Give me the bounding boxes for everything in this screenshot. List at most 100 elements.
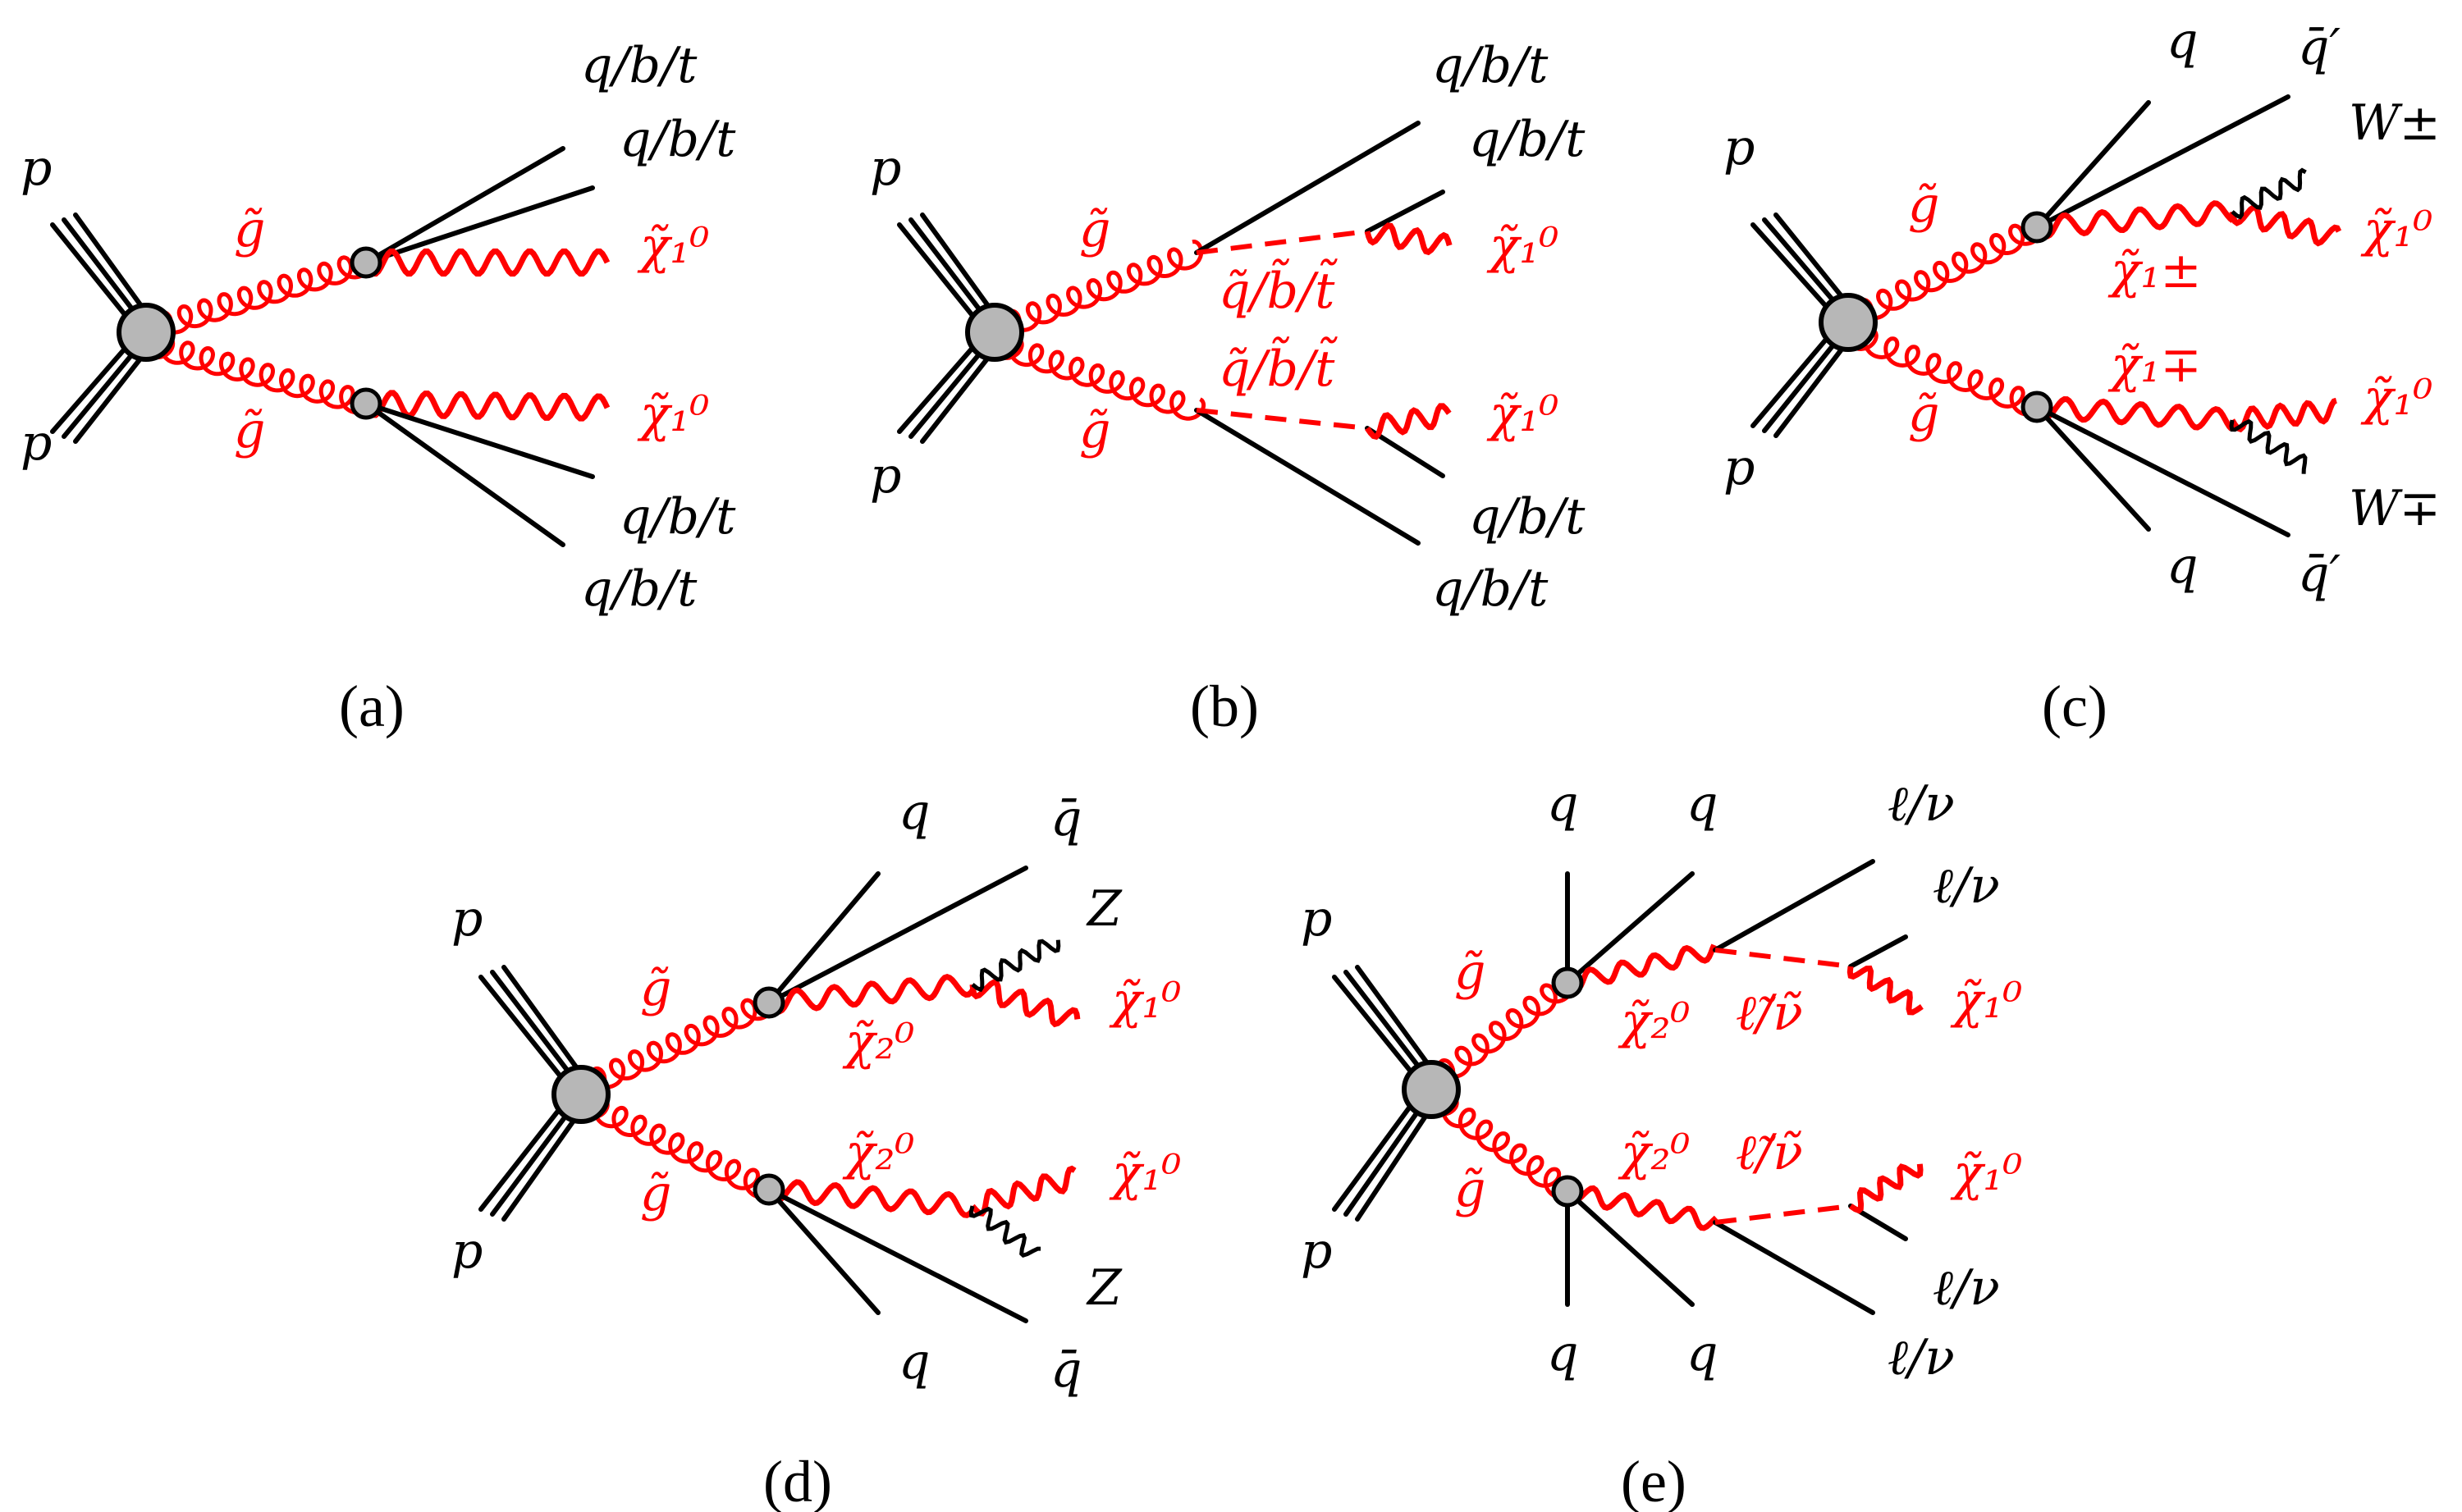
proton-label: p bbox=[1301, 1222, 1332, 1280]
w-boson-label: W∓ bbox=[2349, 480, 2441, 537]
gluino-label: g̃ bbox=[234, 402, 265, 459]
quark-label: q/b/t bbox=[581, 560, 698, 618]
lepton-label: ℓ/ν bbox=[1933, 1259, 2000, 1317]
neutralino-line-top bbox=[363, 248, 611, 277]
decay-vertex bbox=[1551, 1175, 1584, 1208]
quark-label: q bbox=[899, 1333, 930, 1391]
neutralino-line-top bbox=[1846, 965, 1924, 1016]
quark-label: q bbox=[899, 783, 930, 841]
production-vertex bbox=[965, 303, 1024, 362]
proton-label: p bbox=[451, 1222, 483, 1280]
gluino-label: g̃ bbox=[640, 1165, 671, 1222]
slepton-line-bottom bbox=[1714, 1204, 1851, 1225]
quark-line bbox=[364, 401, 565, 547]
z-boson-line-top bbox=[971, 939, 1061, 993]
decay-vertex bbox=[350, 387, 382, 420]
squark-line-top bbox=[1196, 229, 1368, 255]
neutralino2-label: χ̃₂⁰ bbox=[1618, 1124, 1690, 1181]
slepton-label: ℓ̃/ν̃ bbox=[1736, 984, 1803, 1042]
antiquark-line bbox=[767, 1187, 1028, 1323]
z-boson-label: Z bbox=[1086, 1259, 1123, 1317]
gluino-line-bottom bbox=[139, 329, 375, 415]
antiquark-label: q̄′ bbox=[2298, 19, 2341, 76]
gluino-label: g̃ bbox=[640, 960, 671, 1017]
quark-line bbox=[364, 185, 595, 265]
proton-beams bbox=[1750, 212, 1854, 438]
panel-d: p p g̃ g̃ q q̄ Z χ̃₂⁰ χ̃₂⁰ χ̃₁⁰ χ̃₁⁰ Z q… bbox=[451, 783, 1181, 1512]
neutralino-label: χ̃₁⁰ bbox=[2360, 369, 2432, 427]
neutralino-label: χ̃₁⁰ bbox=[1486, 386, 1558, 443]
neutralino2-line-top bbox=[1565, 943, 1717, 993]
neutralino-line-bottom bbox=[1365, 403, 1452, 441]
neutralino-label: χ̃₁⁰ bbox=[1950, 972, 2022, 1030]
quark-line bbox=[2034, 404, 2151, 532]
production-vertex bbox=[117, 303, 176, 362]
decay-vertex bbox=[1551, 966, 1584, 999]
lepton-label: ℓ/ν bbox=[1888, 775, 1955, 833]
neutralino-label: χ̃₁⁰ bbox=[1109, 972, 1181, 1030]
proton-beams bbox=[50, 212, 153, 444]
panel-a: p p g̃ g̃ q/b/t q/b/t χ̃₁⁰ χ̃₁⁰ q/b/t q/… bbox=[21, 37, 736, 739]
quark-label: q bbox=[1547, 1325, 1578, 1382]
squark-label: q̃/b̃/t̃ bbox=[1219, 337, 1338, 398]
proton-label: p bbox=[870, 447, 901, 505]
neutralino-line-top bbox=[1364, 222, 1453, 256]
quark-line bbox=[1365, 190, 1445, 234]
antiquark-label: q̄ bbox=[1050, 790, 1082, 847]
proton-label: p bbox=[451, 890, 483, 948]
panel-caption: (b) bbox=[1190, 674, 1259, 739]
gluino-label: g̃ bbox=[1454, 1161, 1485, 1218]
lepton-line bbox=[1713, 859, 1875, 952]
antiquark-label: q̄′ bbox=[2298, 546, 2341, 603]
decay-vertex bbox=[753, 986, 785, 1019]
quark-line bbox=[767, 871, 881, 1005]
neutralino2-label: χ̃₂⁰ bbox=[1618, 993, 1690, 1050]
lepton-label: ℓ/ν bbox=[1888, 1329, 1955, 1386]
z-boson-line-bottom bbox=[968, 1205, 1041, 1258]
production-vertex bbox=[1819, 293, 1878, 352]
proton-label: p bbox=[21, 139, 52, 197]
panel-caption: (c) bbox=[2042, 674, 2107, 739]
quark-line bbox=[1194, 408, 1421, 546]
gluino-line-top bbox=[136, 249, 373, 341]
gluino-line-bottom bbox=[1842, 320, 2047, 418]
proton-label: p bbox=[21, 414, 52, 472]
quark-label: q/b/t bbox=[1469, 488, 1586, 546]
proton-label: p bbox=[1723, 119, 1755, 176]
quark-label: q/b/t bbox=[1469, 111, 1586, 168]
decay-vertex bbox=[350, 246, 382, 279]
quark-label: q/b/t bbox=[620, 111, 736, 168]
panel-c: p p g̃ g̃ q q̄′ W± χ̃₁± χ̃₁∓ χ̃₁⁰ χ̃₁⁰ W… bbox=[1723, 12, 2441, 739]
neutralino2-line-bottom bbox=[766, 1179, 974, 1218]
quark-line bbox=[364, 146, 565, 265]
quark-label: q bbox=[2167, 537, 2198, 595]
antiquark-line bbox=[2034, 94, 2290, 230]
production-vertex bbox=[551, 1065, 611, 1124]
gluino-line-top bbox=[571, 989, 776, 1098]
quark-line bbox=[1194, 121, 1421, 255]
quark-label: q bbox=[2167, 12, 2198, 70]
proton-label: p bbox=[1723, 439, 1755, 496]
neutralino2-line-top bbox=[767, 973, 976, 1015]
gluino-label: g̃ bbox=[1454, 943, 1485, 1001]
panel-b: p p g̃ g̃ q̃/b̃/t̃ q̃/b̃/t̃ q/b/t q/b/t … bbox=[870, 37, 1586, 739]
chargino-label: χ̃₁∓ bbox=[2107, 336, 2202, 394]
neutralino-label: χ̃₁⁰ bbox=[1950, 1144, 2022, 1202]
slepton-label: ℓ̃/ν̃ bbox=[1736, 1124, 1803, 1181]
gluino-line-top bbox=[985, 240, 1204, 340]
w-boson-line-top bbox=[2231, 167, 2307, 220]
neutralino-label: χ̃₁⁰ bbox=[1109, 1144, 1181, 1202]
neutralino-line-bottom bbox=[2229, 397, 2337, 433]
decay-vertex bbox=[753, 1173, 785, 1206]
gluino-label: g̃ bbox=[1079, 402, 1110, 459]
proton-label: p bbox=[1301, 890, 1332, 948]
neutralino2-label: χ̃₂⁰ bbox=[842, 1013, 914, 1071]
quark-line bbox=[2034, 100, 2151, 230]
quark-label: q bbox=[1686, 1325, 1718, 1382]
neutralino-label: χ̃₁⁰ bbox=[1486, 217, 1558, 275]
proton-label: p bbox=[870, 139, 901, 197]
neutralino-label: χ̃₁⁰ bbox=[637, 386, 709, 443]
chargino-line-top bbox=[2034, 200, 2235, 240]
gluino-label: g̃ bbox=[1908, 386, 1939, 443]
